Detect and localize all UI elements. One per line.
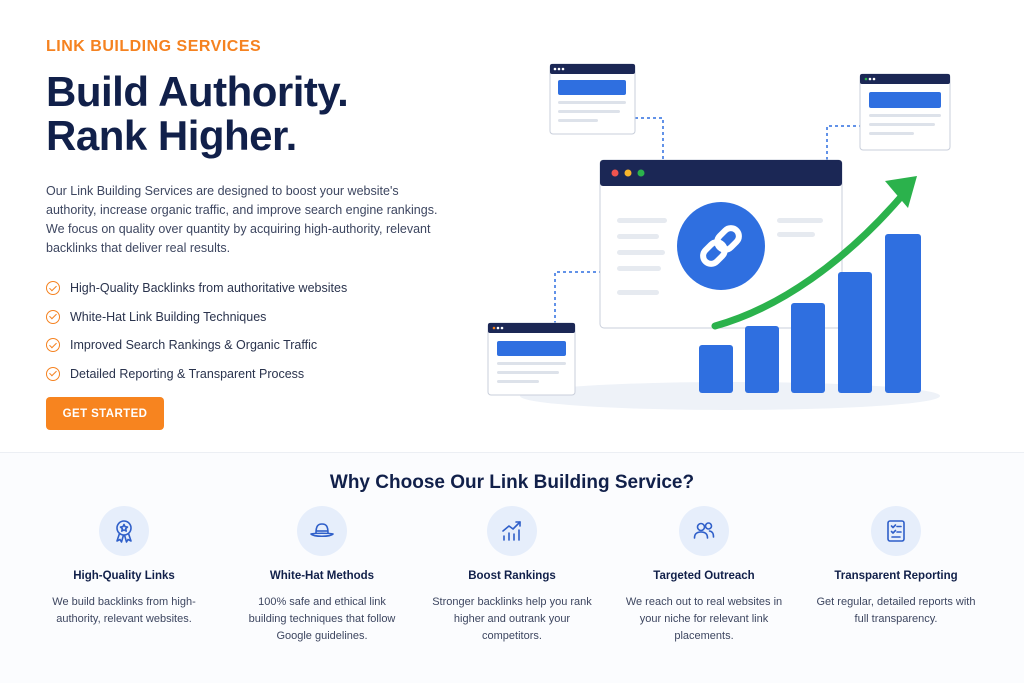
check-circle-icon — [46, 309, 60, 324]
card-title: Transparent Reporting — [834, 570, 958, 582]
headline-line-1: Build Authority. — [46, 68, 349, 115]
check-circle-icon — [46, 281, 60, 296]
hat-icon — [297, 506, 347, 556]
feature-list: High-Quality Backlinks from authoritativ… — [46, 274, 347, 388]
feature-item: White-Hat Link Building Techniques — [46, 303, 347, 332]
feature-item: High-Quality Backlinks from authoritativ… — [46, 274, 347, 303]
feature-card-boost-rankings: Boost Rankings Stronger backlinks help y… — [432, 506, 592, 645]
feature-text: Improved Search Rankings & Organic Traff… — [70, 338, 318, 353]
hero-headline: Build Authority. Rank Higher. — [46, 68, 349, 159]
card-title: High-Quality Links — [73, 570, 175, 582]
card-title: Boost Rankings — [468, 570, 556, 582]
feature-card-high-quality-links: High-Quality Links We build backlinks fr… — [44, 506, 204, 628]
report-icon — [871, 506, 921, 556]
small-browser-window — [859, 73, 951, 151]
growth-chart-icon — [487, 506, 537, 556]
why-choose-section — [0, 453, 1024, 683]
section-title: Why Choose Our Link Building Service? — [329, 472, 695, 493]
small-browser-window — [549, 63, 636, 135]
headline-line-2: Rank Higher. — [46, 112, 297, 159]
feature-text: White-Hat Link Building Techniques — [70, 309, 267, 324]
card-text: Get regular, detailed reports with full … — [816, 596, 976, 625]
growth-arrow-icon — [711, 176, 917, 330]
feature-card-white-hat-methods: White-Hat Methods 100% safe and ethical … — [242, 506, 402, 645]
feature-text: High-Quality Backlinks from authoritativ… — [70, 281, 348, 296]
feature-card-transparent-reporting: Transparent Reporting Get regular, detai… — [816, 506, 976, 628]
growth-bar-chart — [699, 234, 921, 393]
feature-card-targeted-outreach: Targeted Outreach We reach out to real w… — [624, 506, 784, 645]
users-icon — [679, 506, 729, 556]
feature-item: Detailed Reporting & Transparent Process — [46, 360, 347, 389]
feature-text: Detailed Reporting & Transparent Process — [70, 366, 305, 381]
section-divider — [0, 452, 1024, 453]
hero-description: Our Link Building Services are designed … — [46, 184, 438, 255]
card-text: 100% safe and ethical link building tech… — [248, 596, 396, 642]
small-browser-window — [487, 322, 576, 396]
card-text: Stronger backlinks help you rank higher … — [432, 596, 592, 642]
main-browser-window — [599, 159, 843, 329]
link-building-illustration — [487, 63, 951, 410]
get-started-button[interactable]: GET STARTED — [46, 397, 164, 430]
card-text: We reach out to real websites in your ni… — [625, 596, 783, 642]
check-circle-icon — [46, 338, 60, 353]
card-text: We build backlinks from high-authority, … — [52, 596, 196, 625]
award-badge-icon — [99, 506, 149, 556]
eyebrow-label: LINK BUILDING SERVICES — [46, 38, 262, 55]
card-title: Targeted Outreach — [653, 570, 755, 582]
feature-item: Improved Search Rankings & Organic Traff… — [46, 331, 347, 360]
hero-section: LINK BUILDING SERVICES Build Authority. … — [0, 0, 1024, 452]
card-title: White-Hat Methods — [269, 570, 375, 582]
check-circle-icon — [46, 366, 60, 381]
